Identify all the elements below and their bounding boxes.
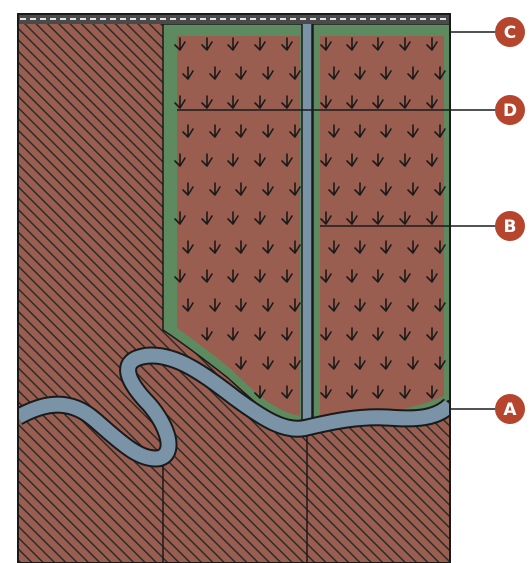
callout-a: A bbox=[495, 394, 525, 424]
callout-b: B bbox=[495, 211, 525, 241]
callout-a-label: A bbox=[503, 400, 517, 420]
callout-d-label: D bbox=[503, 101, 517, 121]
callout-c-label: C bbox=[504, 23, 516, 43]
vertical-vent-pipe bbox=[302, 18, 312, 432]
callout-d: D bbox=[495, 95, 525, 125]
callout-c: C bbox=[495, 17, 525, 47]
callout-b-label: B bbox=[504, 217, 517, 237]
